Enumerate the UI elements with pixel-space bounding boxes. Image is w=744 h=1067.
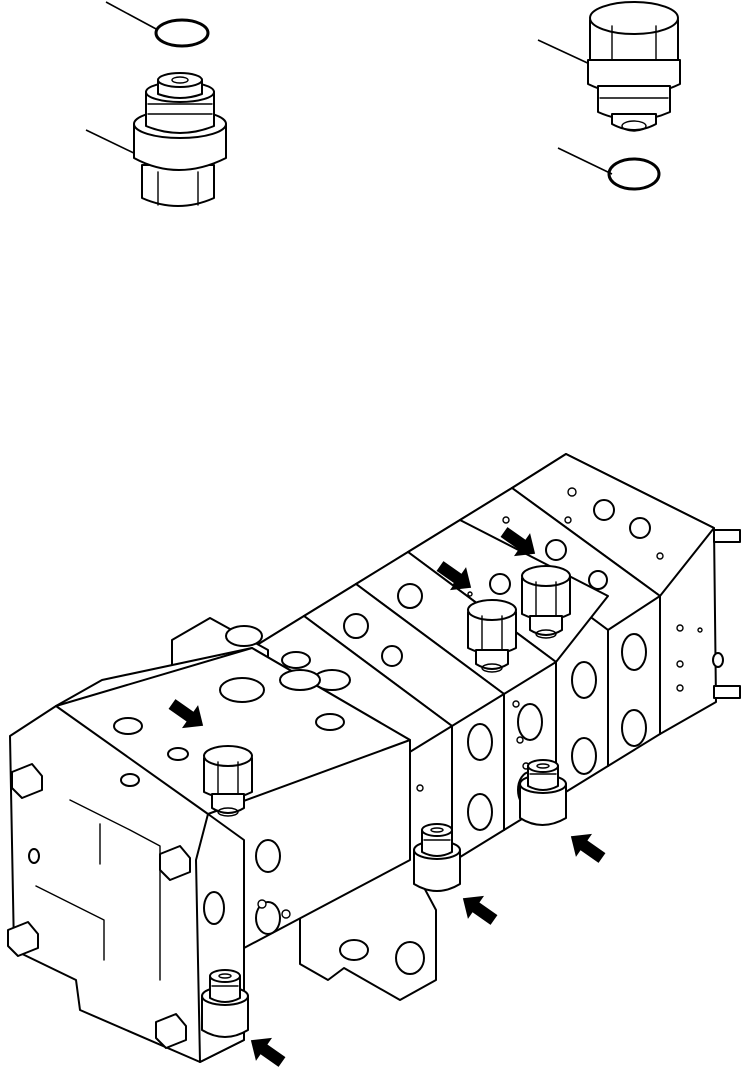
o-ring-right-callout	[557, 147, 661, 191]
arrow-2	[436, 561, 472, 591]
bolt	[7, 921, 39, 957]
installed-plug-bottom-2	[413, 823, 461, 892]
installed-plug-bottom-1	[519, 759, 567, 826]
installed-plug-bottom-3	[201, 969, 249, 1038]
o-ring-left-callout	[105, 1, 210, 48]
installed-plug-top-2	[521, 565, 571, 639]
o-ring-right	[607, 157, 661, 191]
plug-left	[133, 72, 227, 207]
plug-right-callout	[537, 1, 681, 132]
bolt	[11, 763, 43, 799]
arrow-6	[250, 1037, 286, 1067]
control-valve-assembly	[7, 453, 741, 1067]
arrow-4	[570, 833, 606, 863]
installed-plug-top-1	[467, 599, 517, 673]
o-ring-left	[154, 18, 210, 48]
bolt	[159, 845, 191, 881]
plug-left-callout	[85, 72, 227, 207]
plug-right	[587, 1, 681, 132]
arrow-1	[500, 527, 536, 557]
arrow-3	[168, 699, 204, 729]
arrow-5	[462, 895, 498, 925]
installed-plug-top-3	[203, 745, 253, 817]
bolt	[155, 1013, 187, 1049]
